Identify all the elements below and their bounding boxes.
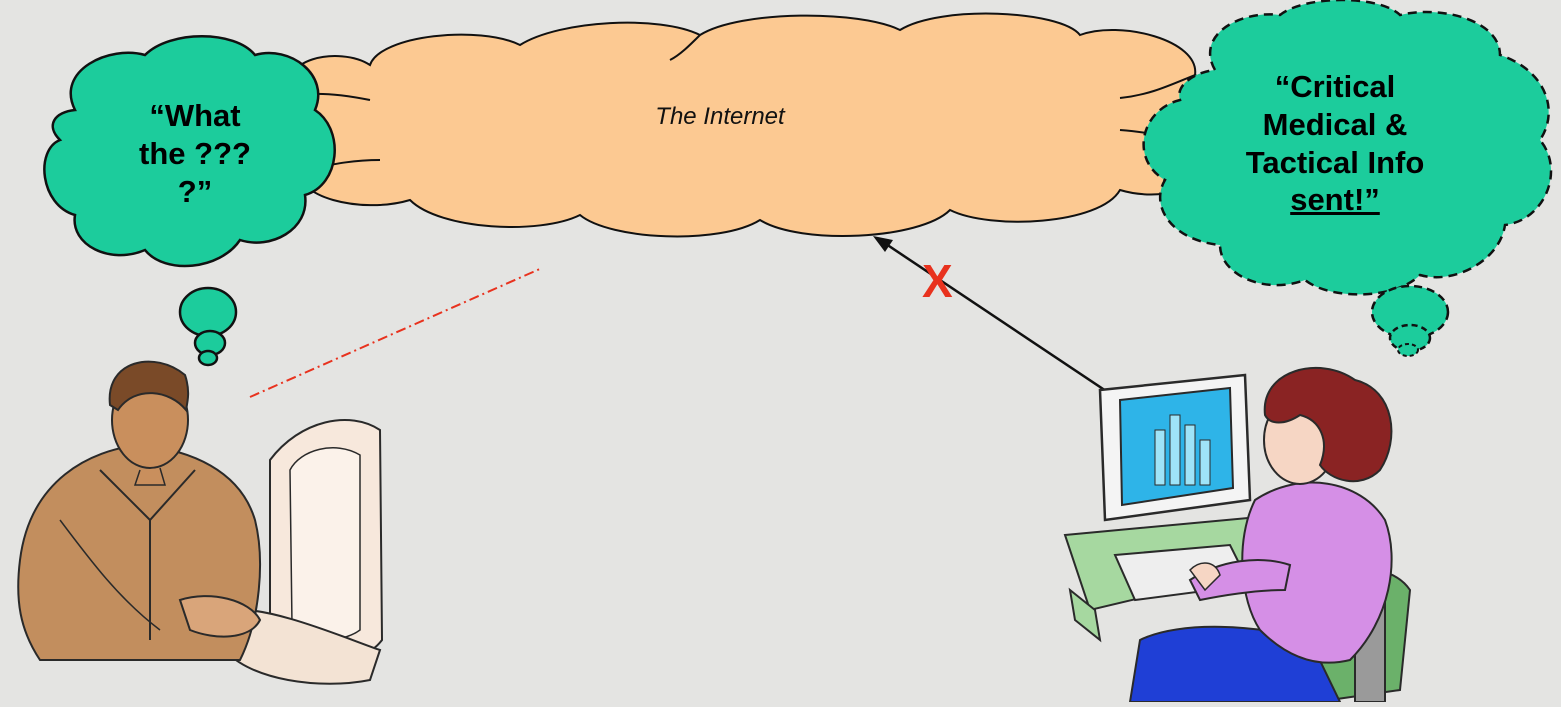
right-thought-line-4: sent!” bbox=[1205, 181, 1465, 219]
left-user-clipart bbox=[18, 362, 382, 684]
right-thought-text: “Critical Medical & Tactical Info sent!” bbox=[1205, 68, 1465, 219]
left-thought-line-1: “What bbox=[95, 97, 295, 135]
send-arrow bbox=[873, 236, 1133, 410]
right-thought-line-1: “Critical bbox=[1205, 68, 1465, 106]
left-thought-line-2: the ??? bbox=[95, 135, 295, 173]
right-thought-line-2: Medical & bbox=[1205, 106, 1465, 144]
left-thought-line-3: ?” bbox=[95, 173, 295, 211]
right-user-clipart bbox=[1065, 368, 1410, 702]
left-thought-text: “What the ??? ?” bbox=[95, 97, 295, 210]
internet-label: The Internet bbox=[560, 103, 880, 131]
interrupted-link-line bbox=[250, 268, 542, 397]
blocked-mark: X bbox=[922, 254, 953, 308]
right-thought-line-3: Tactical Info bbox=[1205, 144, 1465, 182]
